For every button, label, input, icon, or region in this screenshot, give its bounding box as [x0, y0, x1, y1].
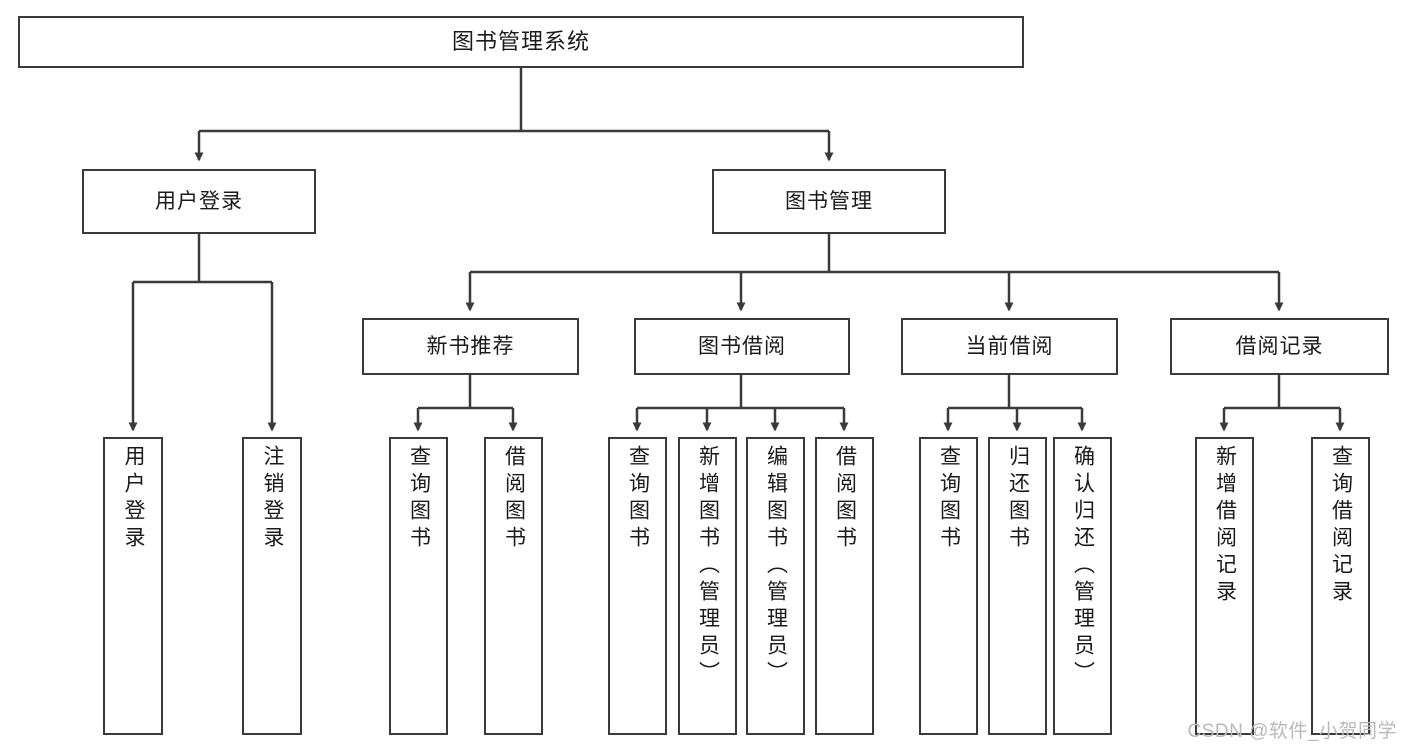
node-label: 图书借阅 [698, 334, 786, 358]
leaf-label: 借阅图书 [833, 445, 857, 553]
leaf-user-login-login[interactable]: 用户登录 [103, 437, 163, 735]
leaf-label: 编辑图书（管理员） [764, 445, 788, 688]
leaf-record-add-record[interactable]: 新增借阅记录 [1195, 437, 1254, 735]
node-user-login[interactable]: 用户登录 [82, 169, 316, 234]
leaf-label: 查询图书 [407, 445, 431, 553]
leaf-label: 新增借阅记录 [1213, 445, 1237, 607]
node-label: 新书推荐 [426, 334, 515, 358]
node-label: 图书管理 [785, 189, 873, 213]
leaf-label: 确认归还（管理员） [1071, 445, 1095, 688]
leaf-label: 查询图书 [626, 445, 650, 553]
leaf-current-confirm-return-admin[interactable]: 确认归还（管理员） [1053, 437, 1112, 735]
leaf-recommend-borrow-book[interactable]: 借阅图书 [484, 437, 543, 735]
leaf-borrow-add-book-admin[interactable]: 新增图书（管理员） [678, 437, 737, 735]
node-book-borrow[interactable]: 图书借阅 [634, 318, 850, 375]
leaf-label: 借阅图书 [502, 445, 526, 553]
leaf-recommend-query-book[interactable]: 查询图书 [389, 437, 448, 735]
leaf-borrow-query-book[interactable]: 查询图书 [608, 437, 667, 735]
leaf-record-query-record[interactable]: 查询借阅记录 [1311, 437, 1370, 735]
node-new-book-recommend[interactable]: 新书推荐 [362, 318, 579, 375]
leaf-label: 注销登录 [261, 445, 285, 553]
leaf-borrow-borrow-book[interactable]: 借阅图书 [815, 437, 874, 735]
leaf-label: 查询借阅记录 [1329, 445, 1353, 607]
leaf-current-return-book[interactable]: 归还图书 [988, 437, 1047, 735]
leaf-borrow-edit-book-admin[interactable]: 编辑图书（管理员） [746, 437, 805, 735]
leaf-user-login-logout[interactable]: 注销登录 [242, 437, 302, 735]
watermark-text: CSDN @软件_小贺同学 [1187, 721, 1397, 742]
node-label: 当前借阅 [965, 334, 1054, 358]
node-borrow-record[interactable]: 借阅记录 [1170, 318, 1389, 375]
node-root-system[interactable]: 图书管理系统 [18, 16, 1024, 68]
leaf-current-query-book[interactable]: 查询图书 [919, 437, 978, 735]
node-label: 图书管理系统 [451, 28, 590, 54]
leaf-label: 归还图书 [1006, 445, 1030, 553]
leaf-label: 用户登录 [122, 445, 146, 553]
node-book-management[interactable]: 图书管理 [712, 169, 946, 234]
leaf-label: 新增图书（管理员） [696, 445, 720, 688]
node-current-borrow[interactable]: 当前借阅 [901, 318, 1118, 375]
leaf-label: 查询图书 [937, 445, 961, 553]
node-label: 借阅记录 [1235, 334, 1324, 358]
node-label: 用户登录 [155, 189, 243, 213]
